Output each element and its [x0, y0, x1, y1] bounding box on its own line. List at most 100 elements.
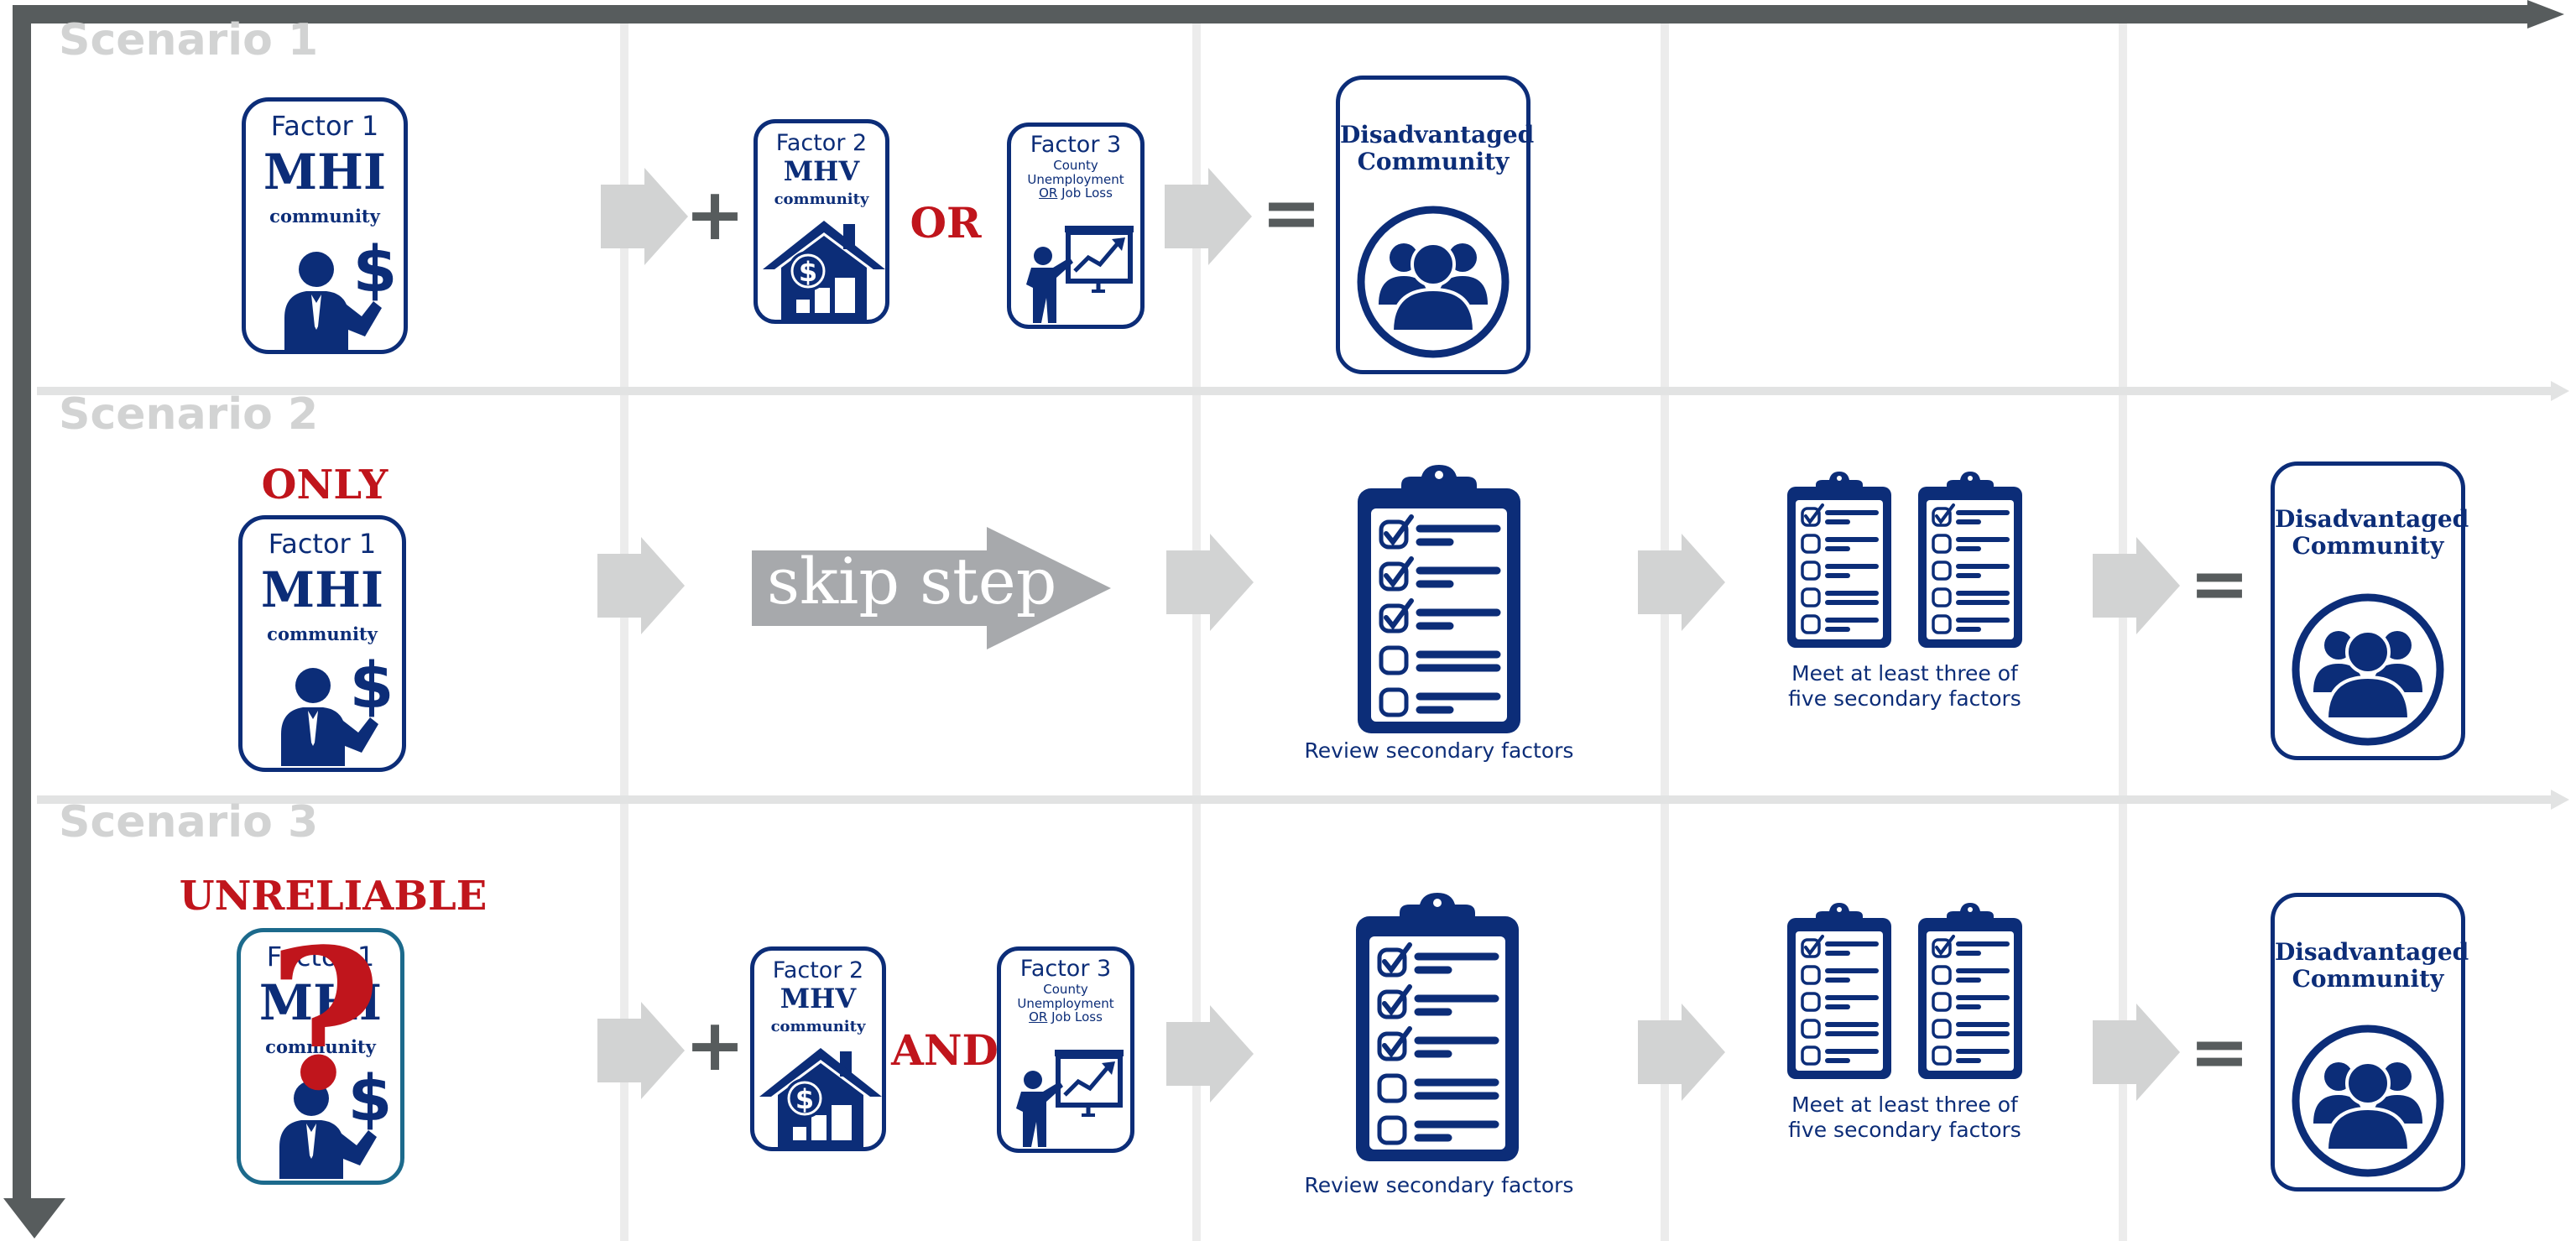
- meet-caption-line: Meet at least three of: [1791, 661, 2018, 686]
- factor-scope: community: [267, 623, 378, 644]
- chevron-arrow-icon: [1638, 1004, 1725, 1101]
- factor-detail-line: County: [1043, 982, 1088, 997]
- skip-step-arrow: [752, 527, 1111, 649]
- unreliable-label: UNRELIABLE: [179, 873, 488, 920]
- review-caption: Review secondary factors: [1304, 738, 1574, 763]
- plus-operator: +: [685, 173, 746, 257]
- factor-2-card: Factor 2 MHV community: [750, 946, 886, 1151]
- factor-title: Factor 1: [268, 528, 377, 560]
- disadvantaged-community-card: Disadvantaged Community: [2271, 893, 2469, 1191]
- factor-metric: MHV: [780, 983, 857, 1014]
- skip-arrow-shape: [752, 527, 1111, 649]
- top-axis-arrowhead: [2527, 0, 2564, 29]
- community-group-icon: [2292, 593, 2444, 746]
- or-underlined: OR: [1039, 185, 1058, 201]
- disadvantaged-line: Community: [2292, 965, 2444, 993]
- factor-detail-rest: Job Loss: [1057, 185, 1113, 201]
- clipboard-checklist-icon: [1784, 472, 1895, 651]
- chevron-arrow-icon: [597, 1002, 685, 1099]
- left-axis-arrowhead: [3, 1198, 65, 1238]
- disadvantaged-line: Disadvantaged: [2275, 505, 2469, 533]
- only-label: ONLY: [261, 461, 388, 508]
- factor-metric: MHI: [263, 143, 387, 201]
- row-divider-arrowhead: [2551, 381, 2569, 401]
- factor-title: Factor 2: [775, 130, 868, 156]
- question-mark-overlay: ?: [268, 907, 382, 1134]
- chevron-arrow-icon: [2093, 1004, 2180, 1101]
- disadvantaged-label: Disadvantaged Community: [2275, 938, 2469, 993]
- factor-metric: MHI: [260, 561, 384, 618]
- disadvantaged-line: Disadvantaged: [2275, 938, 2469, 966]
- factor-2-card: Factor 2 MHV community: [754, 119, 889, 324]
- equals-operator: =: [2188, 1010, 2250, 1094]
- factor-title: Factor 1: [270, 110, 379, 142]
- clipboard-checklist-icon: [1784, 903, 1895, 1082]
- left-axis: [13, 5, 31, 1205]
- chevron-arrow-icon: [1166, 1005, 1254, 1103]
- factor-3-card: Factor 3 County Unemployment OR Job Loss: [997, 946, 1134, 1153]
- clipboard-checklist-icon: [1915, 472, 2026, 651]
- clipboard-checklist-icon: [1353, 465, 1525, 738]
- clipboard-checklist-icon: [1351, 893, 1524, 1166]
- house-dollar-icon: [759, 1045, 882, 1149]
- scenario-2-label: Scenario 2: [59, 389, 319, 440]
- factor-1-card: Factor 1 MHI community: [238, 515, 406, 772]
- top-axis: [13, 5, 2534, 23]
- review-caption: Review secondary factors: [1304, 1173, 1574, 1197]
- factor-detail: County Unemployment OR Job Loss: [1011, 159, 1140, 201]
- presenter-chart-icon: [1013, 1045, 1127, 1147]
- clipboard-checklist-icon: [1915, 903, 2026, 1082]
- meet-caption-line: Meet at least three of: [1791, 1092, 2018, 1117]
- factor-metric: MHI: [258, 974, 383, 1031]
- equals-operator: =: [2188, 542, 2250, 626]
- disadvantaged-community-card: Disadvantaged Community: [1336, 76, 1535, 374]
- factor-detail-line: OR Job Loss: [1001, 1010, 1130, 1025]
- equals-operator: =: [1260, 171, 1322, 255]
- factor-3-card: Factor 3 County Unemployment OR Job Loss: [1007, 123, 1145, 329]
- chevron-arrow-icon: [601, 168, 688, 265]
- meet-caption-line: five secondary factors: [1788, 1118, 2021, 1142]
- chevron-arrow-icon: [1638, 534, 1725, 631]
- chevron-arrow-icon: [597, 537, 685, 634]
- factor-metric: MHV: [783, 155, 860, 187]
- factor-detail-rest: Job Loss: [1047, 1009, 1103, 1025]
- community-group-icon: [1357, 206, 1510, 358]
- plus-operator: +: [685, 1004, 746, 1087]
- factor-scope: community: [774, 190, 869, 208]
- factor-1-card-unreliable: Factor 1 MHI community ?: [237, 924, 404, 1185]
- presenter-chart-icon: [1023, 221, 1137, 323]
- factor-title: Factor 3: [1019, 956, 1112, 982]
- house-dollar-icon: [763, 217, 885, 321]
- scenario-1-label: Scenario 1: [59, 15, 319, 65]
- or-underlined: OR: [1029, 1009, 1048, 1025]
- factor-detail-line: Unemployment: [1017, 995, 1114, 1011]
- and-operator: AND: [891, 1025, 999, 1075]
- factor-detail: County Unemployment OR Job Loss: [1001, 983, 1130, 1025]
- or-operator: OR: [910, 198, 982, 248]
- factor-detail-line: OR Job Loss: [1011, 186, 1140, 201]
- disadvantaged-line: Disadvantaged: [1340, 121, 1535, 149]
- person-dollar-icon: [278, 659, 395, 766]
- disadvantaged-label: Disadvantaged Community: [2275, 505, 2469, 560]
- community-group-icon: [2292, 1025, 2444, 1177]
- disadvantaged-label: Disadvantaged Community: [1340, 121, 1535, 176]
- row-divider-arrowhead: [2551, 790, 2569, 810]
- meet-caption-line: five secondary factors: [1788, 686, 2021, 711]
- factor-title: Factor 2: [772, 957, 864, 983]
- factor-title: Factor 3: [1030, 132, 1122, 158]
- skip-step-label: skip step: [767, 544, 1057, 618]
- factor-1-card: Factor 1 MHI community: [242, 97, 408, 354]
- chevron-arrow-icon: [2093, 537, 2180, 634]
- disadvantaged-line: Community: [1357, 148, 1510, 176]
- chevron-arrow-icon: [1166, 534, 1254, 631]
- scenario-3-label: Scenario 3: [59, 797, 319, 847]
- factor-scope: community: [770, 1018, 866, 1035]
- person-dollar-icon: [281, 242, 399, 350]
- factor-detail-line: County: [1053, 158, 1098, 173]
- factor-title: Factor 1: [266, 941, 375, 972]
- meet-caption: Meet at least three of five secondary fa…: [1754, 661, 2056, 712]
- factor-scope: community: [265, 1036, 376, 1057]
- chevron-arrow-icon: [1165, 168, 1252, 265]
